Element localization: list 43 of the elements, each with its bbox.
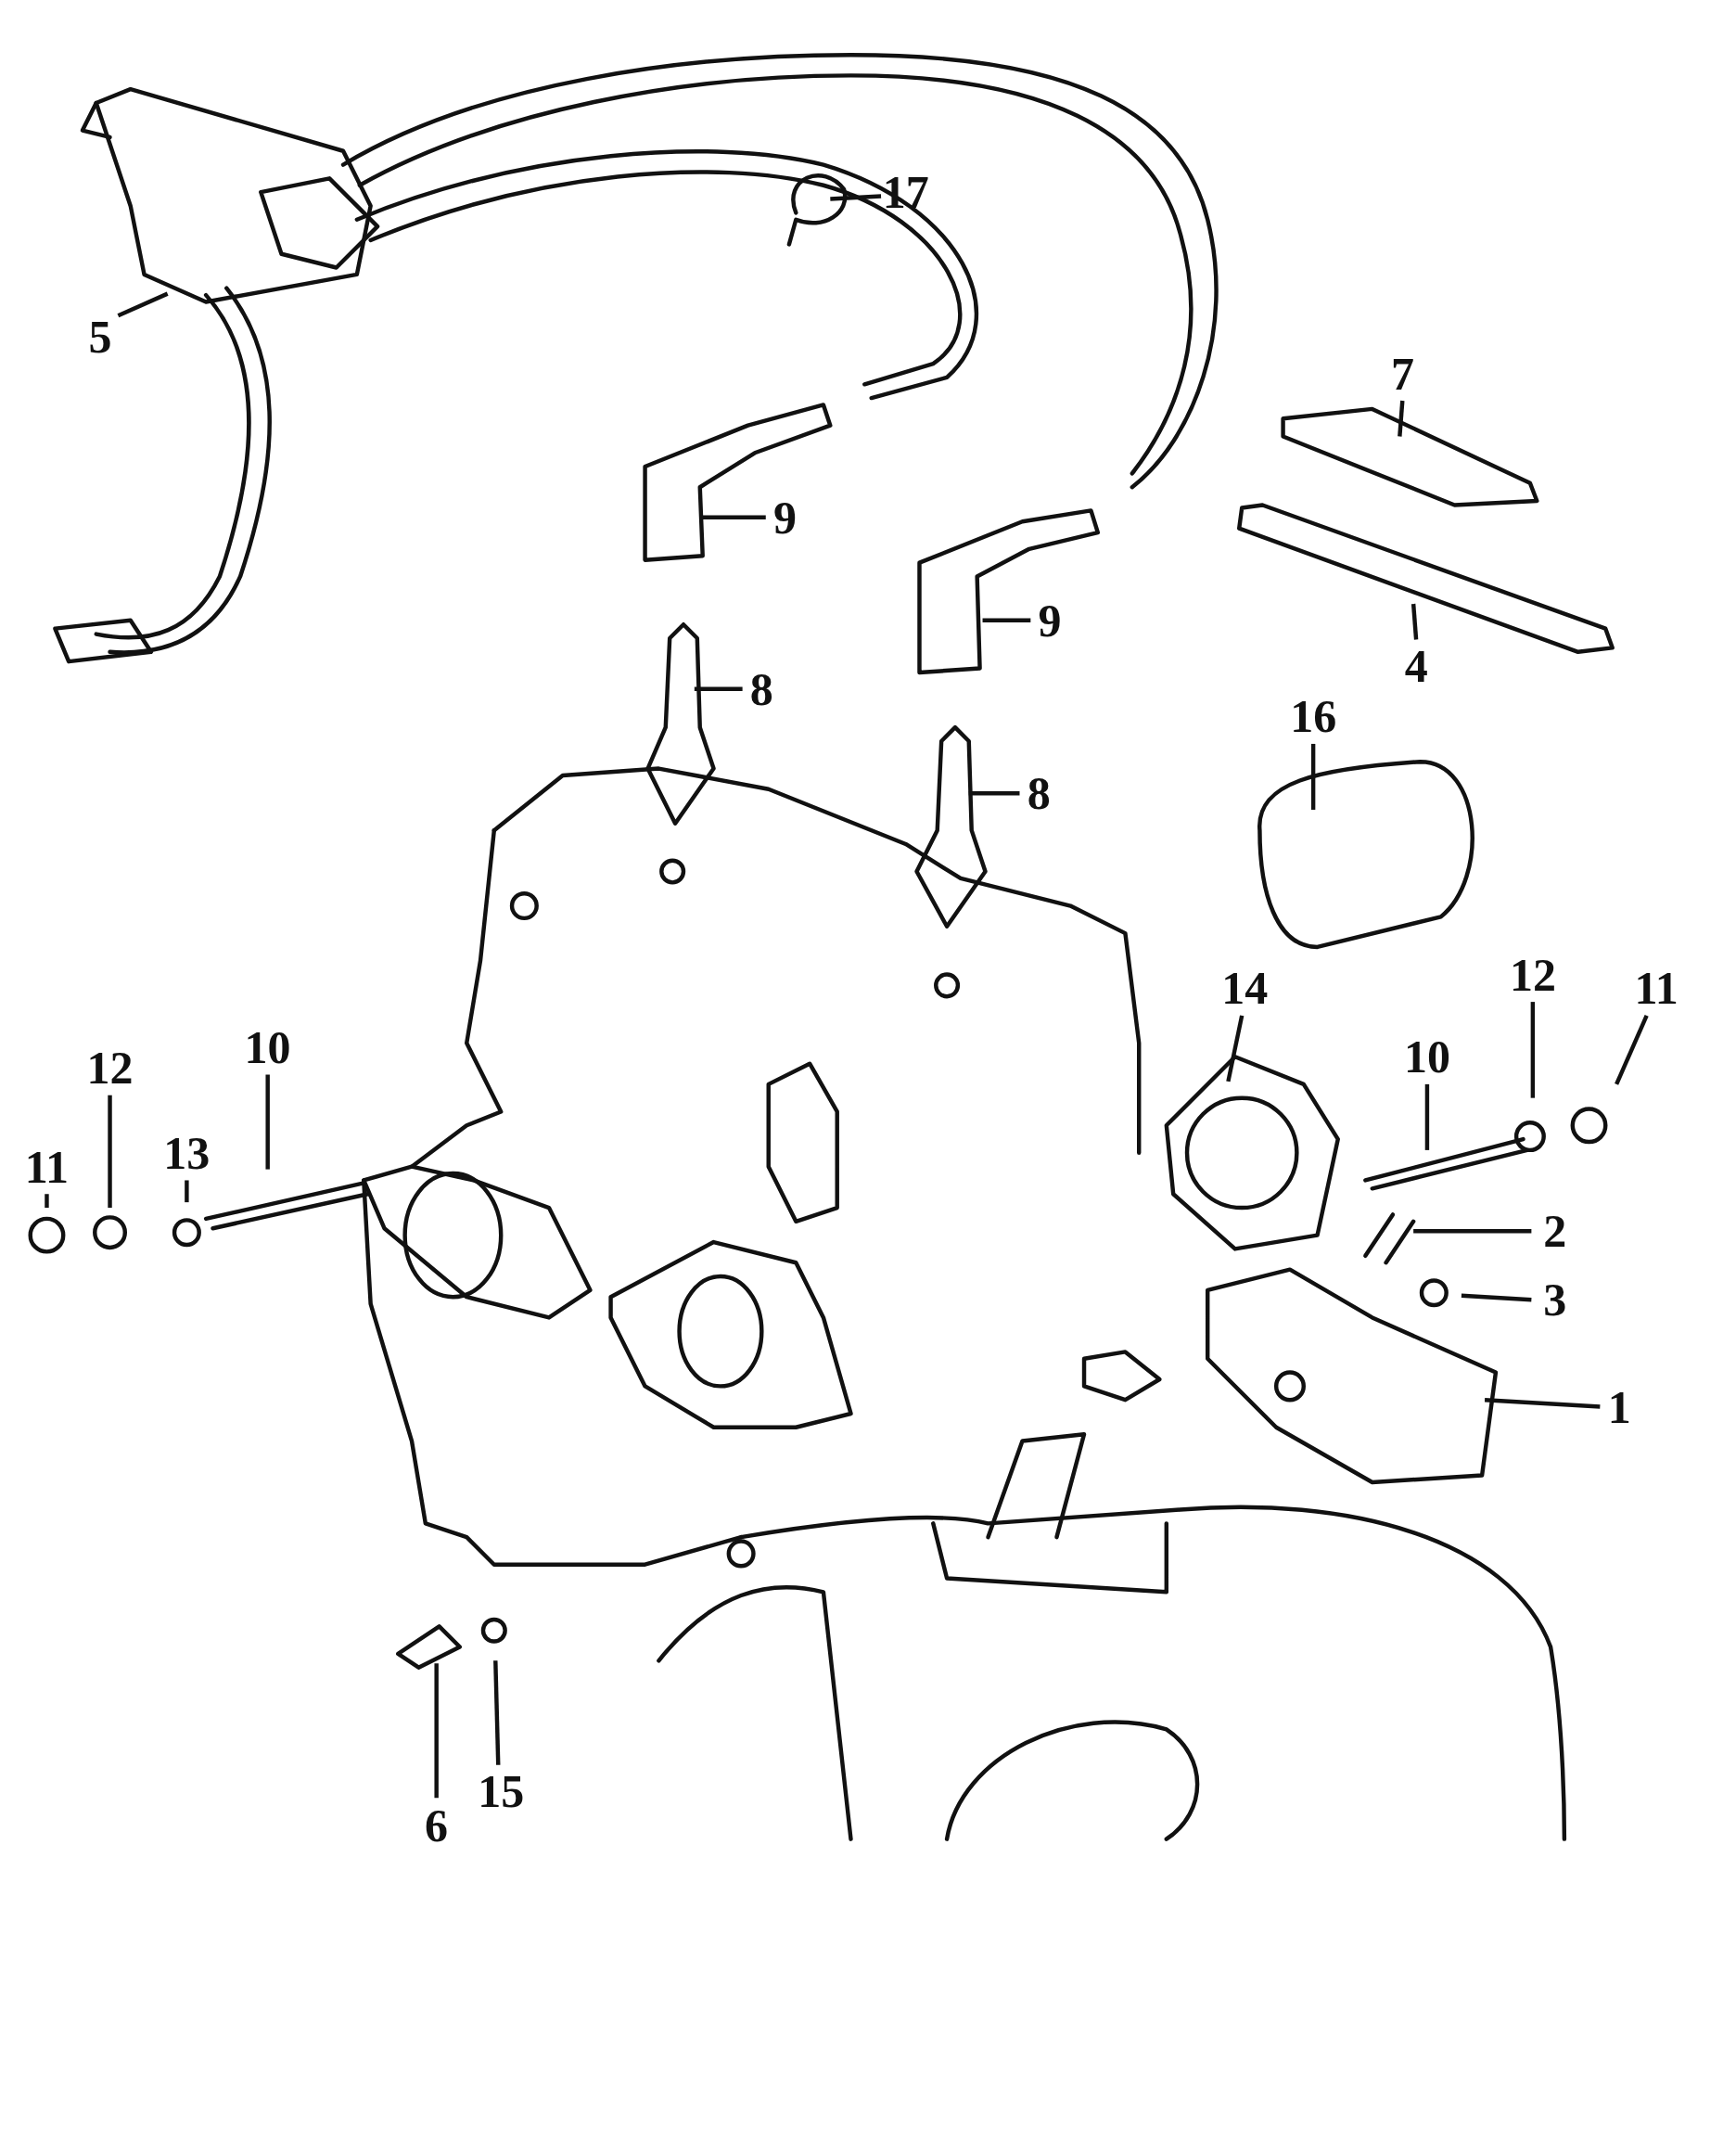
leader-line xyxy=(982,618,1031,622)
callout-number: 12 xyxy=(84,1043,135,1094)
leader-line xyxy=(830,194,882,201)
leader-line xyxy=(1530,1002,1536,1098)
callout-number: 6 xyxy=(423,1800,451,1851)
leader-line xyxy=(702,515,766,520)
leader-line xyxy=(1484,1397,1601,1409)
callout-number: 4 xyxy=(1402,640,1430,691)
callout-number: 16 xyxy=(1288,691,1339,742)
leader-line xyxy=(1226,1015,1245,1082)
leader-line xyxy=(1310,743,1316,810)
callout-number: 11 xyxy=(22,1141,70,1192)
leader-line xyxy=(117,291,169,318)
leader-line xyxy=(108,1095,112,1209)
leader-line xyxy=(694,686,743,691)
leader-line xyxy=(1424,1083,1430,1150)
callout-number: 14 xyxy=(1219,963,1270,1014)
callout-number: 7 xyxy=(1388,348,1416,399)
leader-line xyxy=(493,1660,501,1765)
callout-number: 9 xyxy=(1036,595,1064,646)
leader-line xyxy=(968,791,1020,796)
leader-line xyxy=(45,1194,49,1209)
leader-line xyxy=(265,1074,270,1170)
leader-line xyxy=(185,1180,189,1203)
callout-number: 10 xyxy=(242,1022,293,1073)
callout-number: 5 xyxy=(86,311,114,362)
leader-line xyxy=(1461,1293,1532,1302)
callout-number: 8 xyxy=(1025,768,1053,819)
callout-number: 15 xyxy=(476,1766,527,1817)
callout-number: 12 xyxy=(1507,949,1558,1000)
leader-line xyxy=(1413,1228,1532,1234)
callout-number: 11 xyxy=(1632,963,1680,1014)
leader-line xyxy=(1615,1015,1649,1085)
callout-number: 10 xyxy=(1402,1031,1453,1082)
callout-number: 13 xyxy=(161,1128,212,1179)
leader-line xyxy=(1398,400,1405,437)
leader-line xyxy=(434,1663,439,1799)
callout-number: 8 xyxy=(747,663,775,714)
leader-line xyxy=(1410,603,1419,640)
callout-number: 3 xyxy=(1541,1275,1569,1326)
callout-number: 2 xyxy=(1541,1206,1569,1257)
callout-number: 1 xyxy=(1605,1381,1633,1432)
callout-number: 9 xyxy=(771,492,798,543)
